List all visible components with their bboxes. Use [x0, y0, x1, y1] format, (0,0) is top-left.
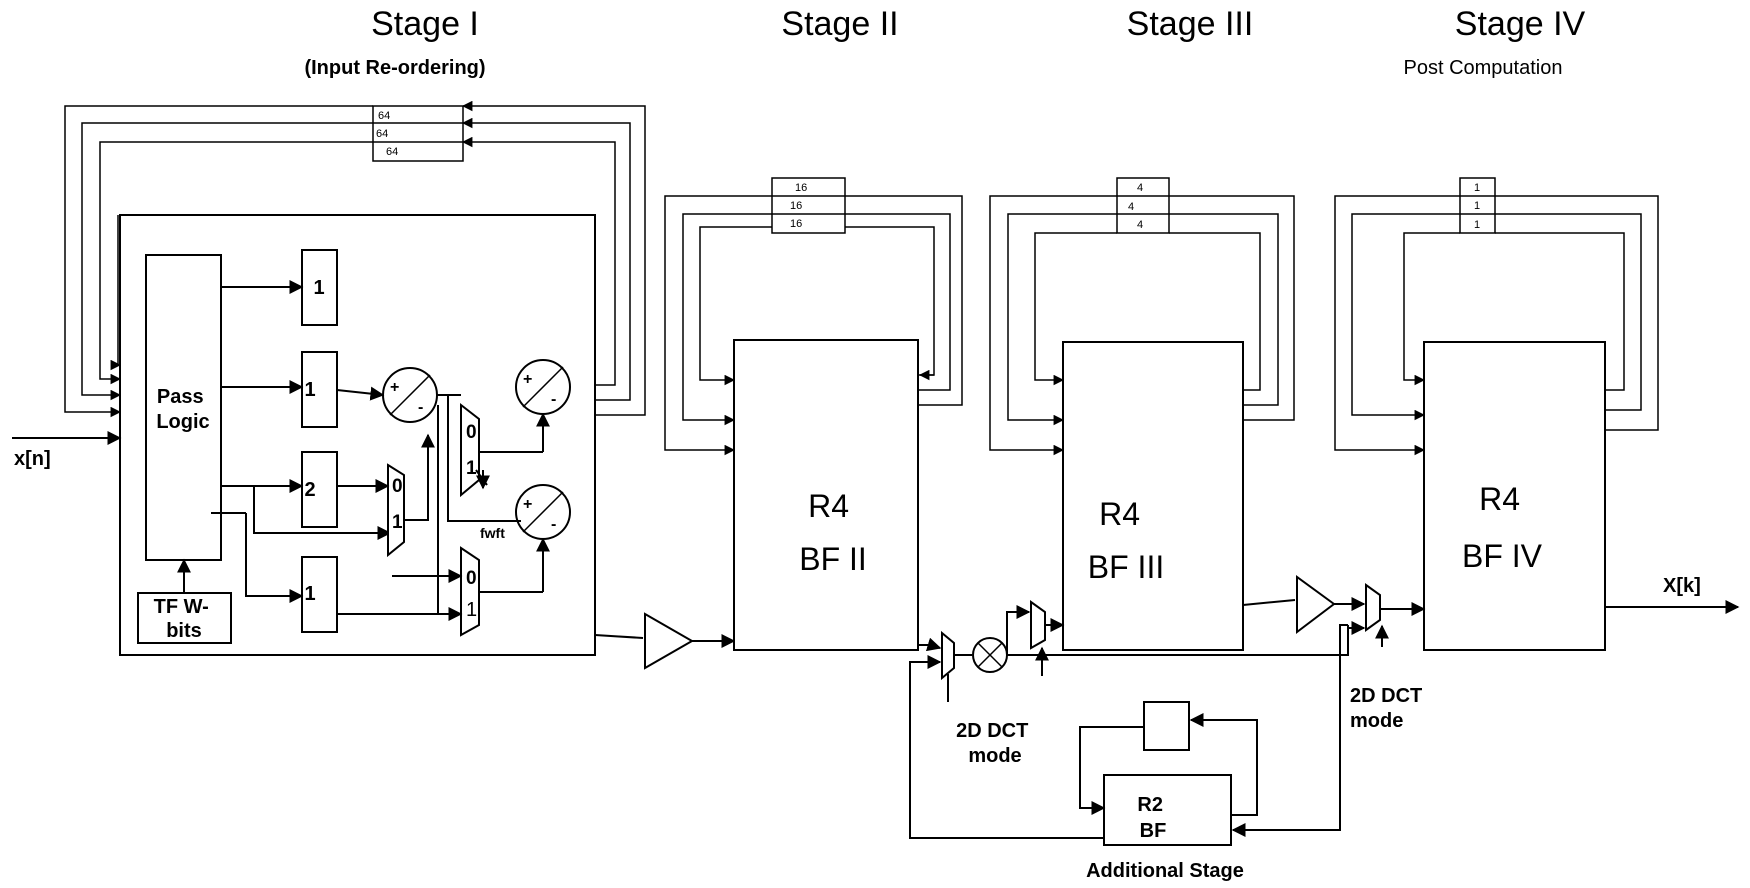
x-output-label: X[k]: [1663, 575, 1701, 597]
mux-input-label: 0: [392, 476, 403, 497]
minus-sign: -: [551, 391, 556, 408]
multiplexer: [460, 402, 480, 498]
multiplexer: [1365, 583, 1381, 632]
delay-element: [301, 556, 338, 633]
delay-value: 1: [313, 277, 324, 299]
r4-bf-iii-block: [1062, 341, 1244, 651]
stage1-subtitle: (Input Re-ordering): [304, 57, 485, 79]
multiplexer: [387, 463, 405, 558]
stage2-title: Stage II: [781, 5, 898, 43]
delay-value: 2: [304, 479, 315, 501]
stage4-register-stack: [1459, 177, 1496, 234]
r2-bf-label: R2 BF: [1137, 794, 1168, 842]
stage1-register-stack: [372, 105, 464, 162]
delay-element: [1143, 701, 1190, 751]
additional-stage-label: Additional Stage: [1086, 860, 1244, 882]
mux-input-label: 0: [466, 422, 477, 443]
stage2-register-stack: [771, 177, 846, 234]
r2-bf-block: [1103, 774, 1232, 846]
dct-mode-label: 2D DCT mode: [956, 720, 1034, 767]
minus-sign: -: [551, 516, 556, 533]
stage3-reg-label: 4: [1128, 201, 1134, 213]
r4-bf-ii-block: [733, 339, 919, 651]
stage4-reg-label: 1: [1474, 200, 1480, 212]
mux-input-label: 1: [466, 599, 477, 621]
mux-input-label: 1: [466, 458, 477, 479]
stage4-title: Stage IV: [1455, 5, 1586, 43]
stage3-feedback-loops: [989, 195, 1295, 456]
stage1-feedback-loops: [64, 100, 646, 418]
stage4-reg-label: 1: [1474, 182, 1480, 194]
plus-sign: +: [523, 371, 532, 388]
multiplexer: [1030, 600, 1046, 650]
r4-bf-iv-label: R4 BF IV: [1462, 481, 1543, 574]
mux-input-label: 1: [392, 512, 403, 533]
stage3-register-stack: [1116, 177, 1170, 234]
multiplexer: [941, 630, 955, 681]
amplifier: [644, 612, 695, 670]
delay-value: 1: [304, 583, 315, 605]
pass-logic-label: Pass Logic: [156, 386, 209, 433]
stage3-reg-label: 4: [1137, 182, 1143, 194]
stage1-reg-label: 64: [378, 110, 390, 122]
stage2-reg-label: 16: [790, 200, 802, 212]
stage1-internal-wires: [336, 386, 550, 621]
delay-value: 1: [304, 379, 315, 401]
pass-logic-wires: [211, 280, 392, 603]
multiplexer: [460, 546, 480, 637]
amplifier: [1296, 575, 1336, 635]
stage4-reg-label: 1: [1474, 219, 1480, 231]
fwft-label: fwft: [480, 525, 505, 541]
stage4-feedback-loops: [1334, 195, 1659, 456]
delay-element: [301, 249, 338, 326]
plus-sign: +: [390, 379, 399, 396]
stage3-reg-label: 4: [1137, 219, 1143, 231]
stage3-title: Stage III: [1127, 5, 1254, 43]
delay-element: [301, 351, 338, 428]
stage1-reg-label: 64: [376, 128, 388, 140]
r4-bf-iii-label: R4 BF III: [1088, 496, 1164, 585]
stage2-reg-label: 16: [790, 218, 802, 230]
tf-wbits-label: TF W- bits: [154, 596, 215, 642]
dct-mode-label: 2D DCT mode: [1350, 685, 1428, 732]
minus-sign: -: [418, 399, 423, 416]
additional-stage-wires: [909, 624, 1348, 839]
r4-bf-ii-label: R4 BF II: [799, 488, 867, 577]
stage1-reg-label: 64: [386, 146, 398, 158]
x-input-label: x[n]: [14, 448, 51, 470]
stage2-reg-label: 16: [795, 182, 807, 194]
stage2-feedback-loops: [664, 195, 963, 456]
plus-sign: +: [523, 496, 532, 513]
mux-input-label: 0: [466, 568, 477, 589]
r4-bf-iv-block: [1423, 341, 1606, 651]
stage4-subtitle: Post Computation: [1404, 57, 1563, 79]
stage1-title: Stage I: [371, 5, 479, 43]
